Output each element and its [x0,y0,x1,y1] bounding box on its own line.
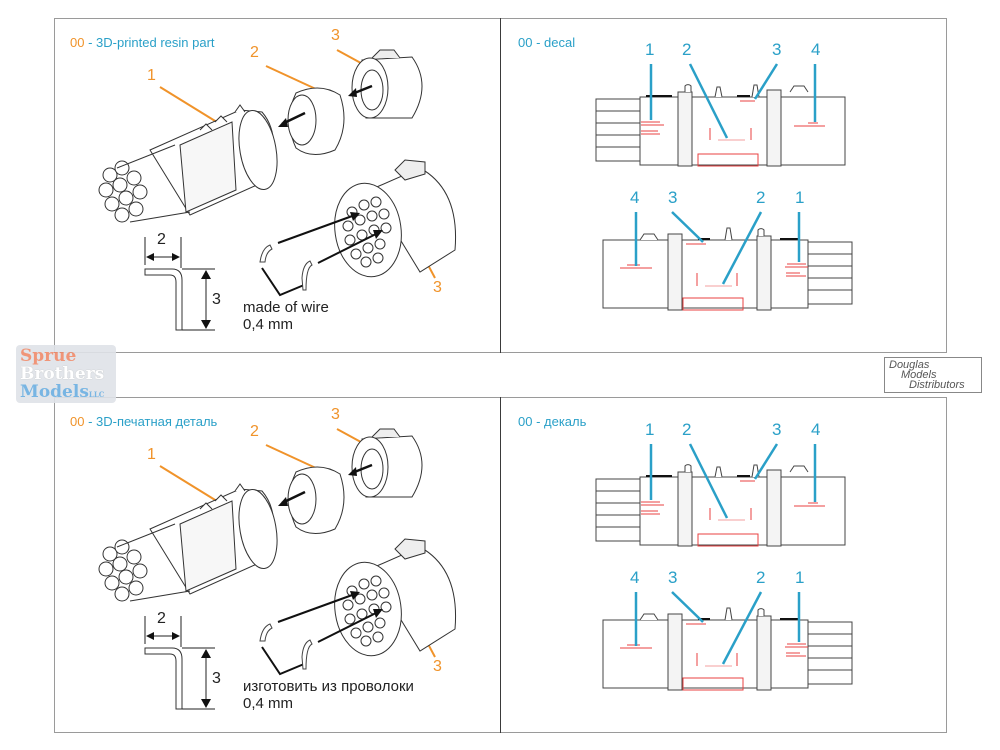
decal-callout-2: 2 [682,40,692,59]
callout-3: 3 [331,27,340,44]
panel-title: 00 - 3D-печатная деталь [70,414,217,429]
callout-2: 2 [250,44,259,61]
wire-note-line1: изготовить из проволоки [243,678,414,695]
panel-title: 00 - декаль [518,414,586,429]
wire-pointer-lines [261,214,379,297]
decal-callout-1: 1 [795,568,805,587]
logo-line2: Models [901,369,937,381]
arrowhead-icon [278,118,288,127]
decal-markings [620,243,808,311]
callout-1: 1 [147,446,156,463]
logo-line1: Douglas [889,359,930,371]
panel-title-text: - decal [532,35,576,50]
decal-callout-4: 4 [630,188,640,207]
decal-callout-2: 2 [682,420,692,439]
part-number: 00 [70,414,85,429]
callout-3b: 3 [433,658,442,675]
decal-leader-lines [649,443,817,519]
bend-width-label: 2 [157,231,166,248]
sprue-brothers-logo: Sprue Brothers ModelsLLC [16,345,116,403]
douglas-models-logo: Douglas Models Distributors [884,357,982,393]
top-divider [500,18,501,353]
decal-placement-drawing [595,63,853,311]
logo-line3: ModelsLLC [20,383,112,404]
wire-note: изготовить из проволоки 0,4 mm [243,678,414,712]
resin-assembly-drawing [98,428,457,710]
rocket-pod-icon [98,483,278,602]
decal-callout-1: 1 [645,420,655,439]
panel-title-text: - декаль [532,414,587,429]
arrowhead-icon [348,467,357,476]
tube-ends [807,621,853,685]
decal-leader-lines [649,63,817,139]
wire-pointer-lines [261,593,379,676]
pod-side-view-right [602,227,853,311]
decal-callout-3: 3 [772,40,782,59]
panel-title-text: - 3D-printed resin part [84,35,215,50]
decal-callout-3: 3 [668,188,678,207]
panel-title-text: - 3D-печатная деталь [84,414,218,429]
part-number: 00 [518,35,533,50]
part-number: 00 [518,414,533,429]
decal-callout-4: 4 [811,420,821,439]
bend-width-label: 2 [157,610,166,627]
bend-height-label: 3 [212,670,221,687]
front-fairing-icon [334,538,457,657]
rear-cap-icon [287,87,345,155]
logo-suffix: LLC [88,390,105,399]
bend-height-label: 3 [212,291,221,308]
decal-callout-3: 3 [668,568,678,587]
decal-callout-4: 4 [630,568,640,587]
bottom-divider [500,397,501,733]
decal-markings [641,480,825,547]
tube-ends [595,478,641,542]
arrowhead-icon [373,230,383,239]
rocket-pod-icon [98,104,278,223]
decal-leader-lines [634,211,801,285]
decal-callout-1: 1 [795,188,805,207]
logo-line1: Sprue [20,346,77,366]
callout-2: 2 [250,423,259,440]
arrowhead-icon [348,88,357,97]
rear-cap-icon [287,466,345,534]
arrowhead-icon [350,591,360,600]
arrowhead-icon [373,609,383,618]
front-fairing-icon [334,159,457,278]
wire-note: made of wire 0,4 mm [243,299,329,333]
wire-note-line1: made of wire [243,299,329,316]
resin-assembly-drawing [98,49,457,331]
decal-callout-2: 2 [756,568,766,587]
decal-callout-4: 4 [811,40,821,59]
decal-markings [641,100,825,167]
decal-leader-lines [634,591,801,665]
wire-pin-icon [259,244,313,291]
panel-title: 00 - 3D-printed resin part [70,35,215,50]
bend-dimension-diagram [144,237,215,331]
logo-line2: Brothers [20,364,105,384]
arrowhead-icon [278,497,288,506]
bend-dimension-diagram [144,616,215,710]
callout-3: 3 [331,406,340,423]
panel-title: 00 - decal [518,35,575,50]
callout-3b: 3 [433,279,442,296]
decal-placement-drawing [595,443,853,691]
logo-line3: Distributors [909,379,965,391]
wire-pin-icon [259,623,313,670]
tube-ends [807,241,853,305]
decal-callout-1: 1 [645,40,655,59]
part-number: 00 [70,35,85,50]
arrowhead-icon [350,212,360,221]
decal-callout-3: 3 [772,420,782,439]
pod-side-view-left [595,84,846,167]
wire-note-line2: 0,4 mm [243,316,294,333]
wire-note-line2: 0,4 mm [243,695,294,712]
tube-ends [595,98,641,162]
decal-callout-2: 2 [756,188,766,207]
callout-1: 1 [147,67,156,84]
logo-line3-text: Models [20,382,89,402]
decal-markings [620,623,808,691]
